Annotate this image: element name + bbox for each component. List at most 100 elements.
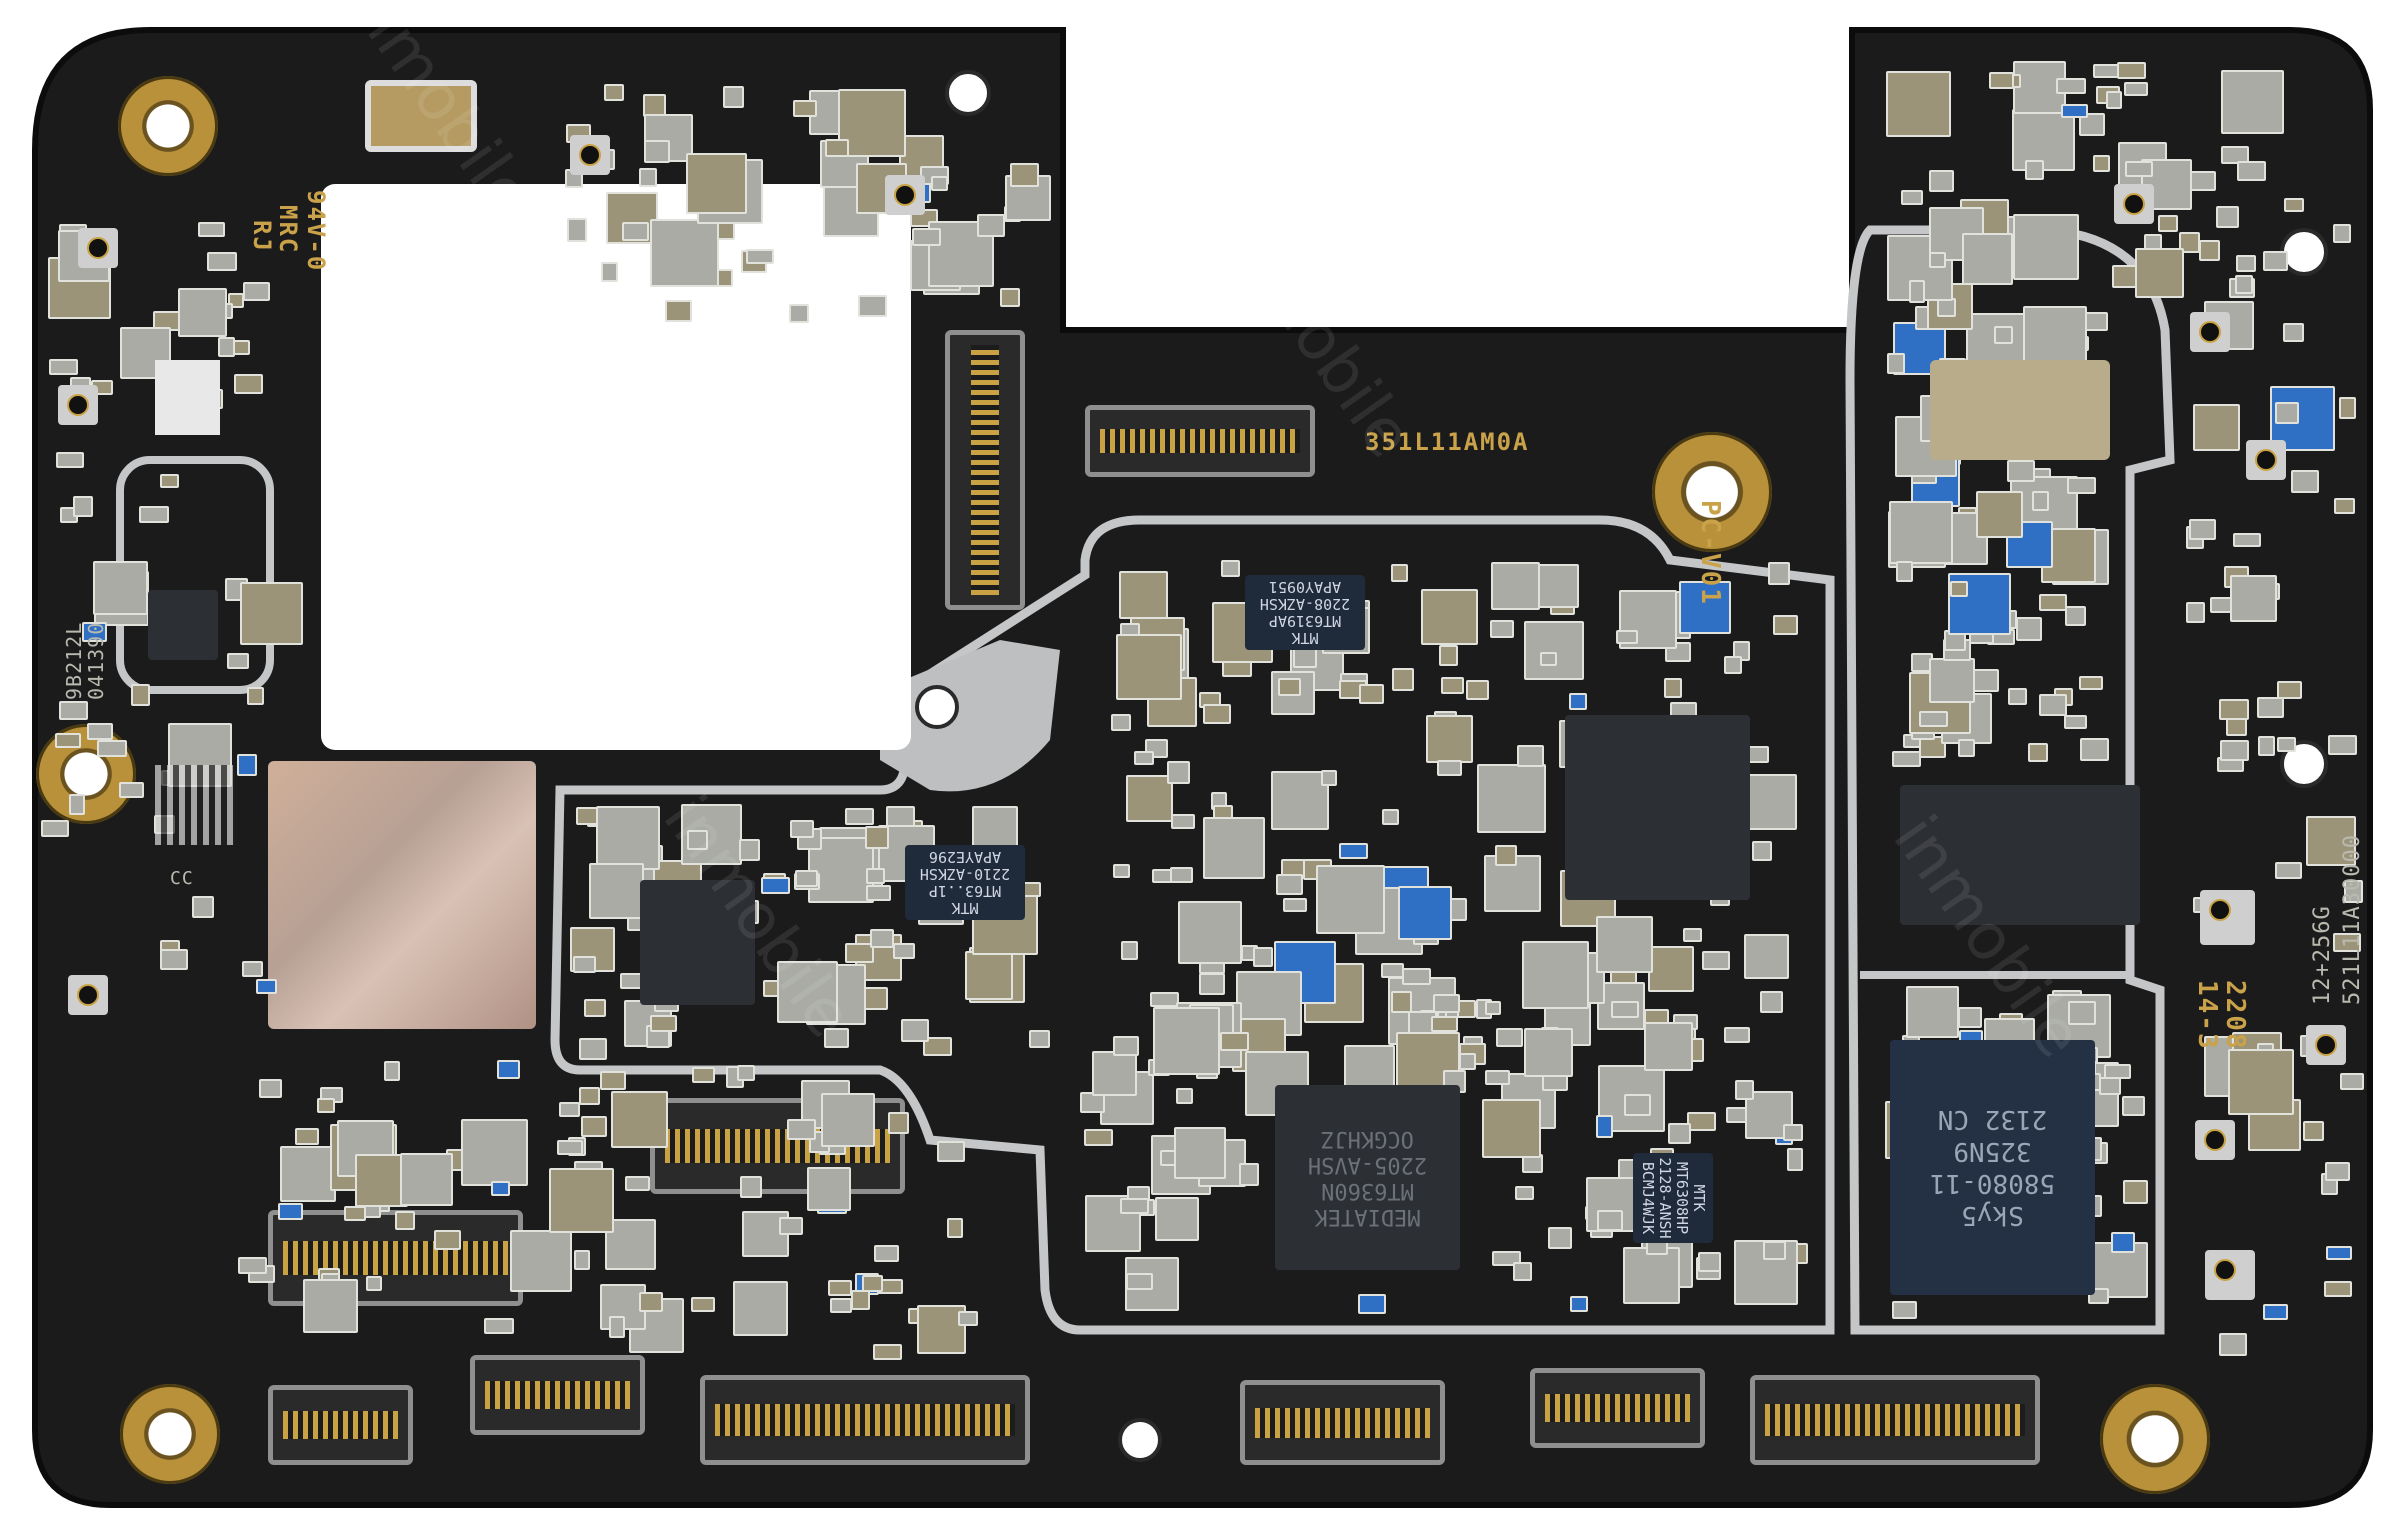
smd-component — [893, 942, 915, 959]
smd-component — [691, 1066, 716, 1083]
chip-unmarked — [1900, 785, 2140, 925]
smd-component — [1535, 563, 1580, 608]
smd-component — [383, 1061, 401, 1082]
smd-component — [2328, 735, 2358, 755]
smd-component — [965, 951, 1014, 1000]
smd-component — [2060, 103, 2089, 118]
antenna-connector[interactable] — [885, 175, 925, 215]
smd-component — [1357, 1293, 1387, 1314]
smd-component — [1759, 991, 1783, 1013]
smd-component — [2230, 575, 2278, 623]
smd-component — [820, 1092, 876, 1148]
smd-component — [930, 176, 949, 191]
antenna-connector[interactable] — [2114, 184, 2154, 224]
smd-component — [732, 1280, 788, 1337]
smd-component — [2220, 146, 2249, 164]
smd-component — [2256, 697, 2284, 718]
smd-component — [240, 582, 303, 645]
antenna-connector[interactable] — [2306, 1025, 2346, 1065]
smd-component — [1112, 863, 1130, 878]
smd-component — [1221, 560, 1241, 578]
smd-component — [1152, 1007, 1221, 1075]
smd-component — [366, 1275, 383, 1291]
smd-component — [1170, 814, 1196, 830]
smd-component — [599, 1071, 626, 1091]
antenna-connector[interactable] — [2246, 440, 2286, 480]
smd-component — [1568, 692, 1587, 710]
smd-component — [1438, 645, 1459, 666]
smd-component — [606, 191, 659, 245]
smd-component — [1458, 1053, 1476, 1070]
smd-component — [1958, 739, 1975, 758]
board-connector — [1750, 1375, 2040, 1465]
smd-component — [72, 496, 94, 517]
smd-component — [2110, 1231, 2136, 1253]
antenna-connector[interactable] — [2190, 312, 2230, 352]
board-connector — [1530, 1368, 1705, 1448]
antenna-connector[interactable] — [68, 975, 108, 1015]
smd-component — [828, 1279, 853, 1296]
smd-component — [1425, 715, 1474, 763]
antenna-connector[interactable] — [2205, 1250, 2255, 1300]
smd-component — [1316, 865, 1385, 934]
smd-component — [603, 83, 624, 102]
smd-component — [866, 884, 891, 901]
smd-component — [1958, 1006, 1982, 1029]
smd-component — [1119, 1197, 1149, 1215]
data-matrix-code — [155, 765, 235, 845]
antenna-connector[interactable] — [2200, 890, 2255, 945]
chip-marking: Sky5 — [1961, 1200, 2024, 1231]
smd-component — [625, 1175, 650, 1192]
smd-component — [280, 1146, 336, 1202]
antenna-connector[interactable] — [570, 135, 610, 175]
silk-date-1: 2208 — [2220, 980, 2250, 1051]
smd-component — [745, 248, 775, 265]
smd-component — [2306, 816, 2356, 866]
smd-component — [1276, 873, 1303, 895]
smd-component — [776, 961, 839, 1023]
antenna-connector[interactable] — [58, 385, 98, 425]
smd-component — [1495, 1027, 1523, 1047]
screw-hole — [2280, 740, 2328, 788]
smd-component — [256, 978, 278, 995]
smd-component — [496, 1060, 520, 1079]
smd-component — [2262, 251, 2288, 271]
smd-component — [1597, 1210, 1624, 1231]
smd-component — [573, 956, 597, 974]
smd-component — [81, 622, 108, 642]
smd-component — [2219, 1332, 2247, 1356]
smd-component — [2275, 861, 2302, 880]
smd-component — [1111, 713, 1131, 731]
antenna-connector[interactable] — [78, 228, 118, 268]
smd-component — [2343, 880, 2364, 903]
smd-component — [1433, 993, 1461, 1014]
smd-component — [1521, 941, 1590, 1009]
smd-component — [2339, 1072, 2364, 1090]
smd-component — [1643, 1021, 1693, 1071]
smd-component — [2158, 214, 2178, 232]
smd-component — [1975, 490, 2023, 539]
chip-marking: APAY0951 — [1268, 578, 1342, 597]
smd-component — [2178, 232, 2200, 254]
smd-component — [790, 820, 814, 838]
smd-component — [1380, 962, 1405, 978]
smd-component — [644, 139, 671, 164]
smd-component — [2186, 602, 2206, 624]
smd-component — [1683, 927, 1702, 942]
smd-component — [1170, 866, 1194, 883]
smd-component — [786, 1118, 816, 1140]
smd-component — [1133, 750, 1155, 765]
smd-component — [2016, 617, 2042, 641]
smd-component — [1548, 1226, 1573, 1249]
board-connector — [470, 1355, 645, 1435]
silk-memory: 12+256G — [2310, 905, 2335, 1005]
smd-component — [789, 304, 810, 324]
screw-hole — [945, 70, 991, 116]
antenna-connector[interactable] — [2195, 1120, 2235, 1160]
smd-component — [1585, 1177, 1641, 1233]
smd-component — [916, 1304, 966, 1354]
smd-component — [1390, 990, 1413, 1013]
smd-component — [851, 1289, 870, 1311]
chip-mt63-1p: MTK MT63..1P 2210-AZKSH APAYE296 — [905, 845, 1025, 920]
smd-component — [1437, 759, 1462, 777]
